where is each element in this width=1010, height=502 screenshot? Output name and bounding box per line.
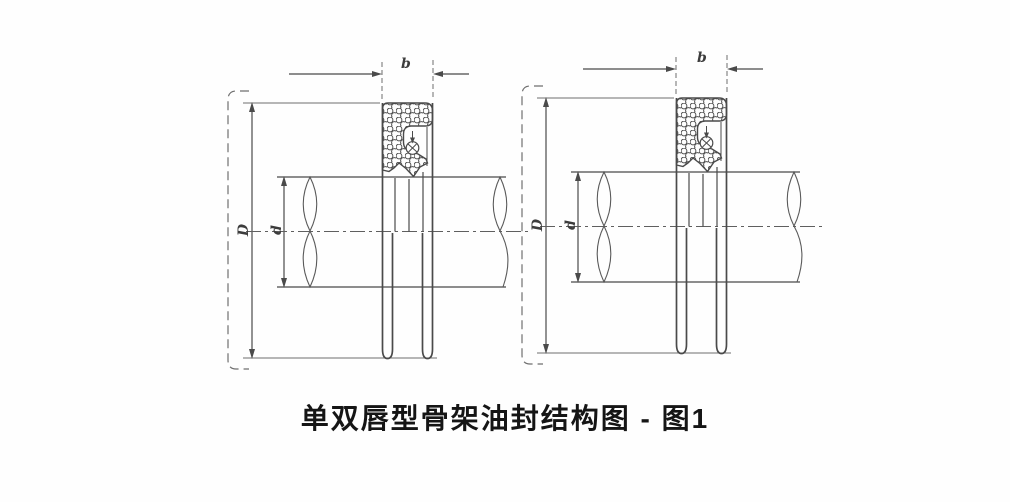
dim-label-b-left: b (401, 56, 411, 72)
figure-caption: 单双唇型骨架油封结构图 - 图1 (300, 403, 710, 434)
dim-label-d-right: d (563, 220, 579, 230)
dim-label-D-right: D (530, 218, 546, 232)
dim-label-d-left: d (269, 225, 285, 235)
right-seal-diagram: b D d (521, 50, 827, 365)
dim-label-D-left: D (236, 223, 252, 237)
oil-seal-structure-drawing: b D d b D d (227, 50, 827, 370)
dim-label-b-right: b (697, 50, 707, 66)
left-seal-diagram: b D d (227, 56, 533, 370)
drawing-area: b D d b D d (227, 50, 827, 370)
